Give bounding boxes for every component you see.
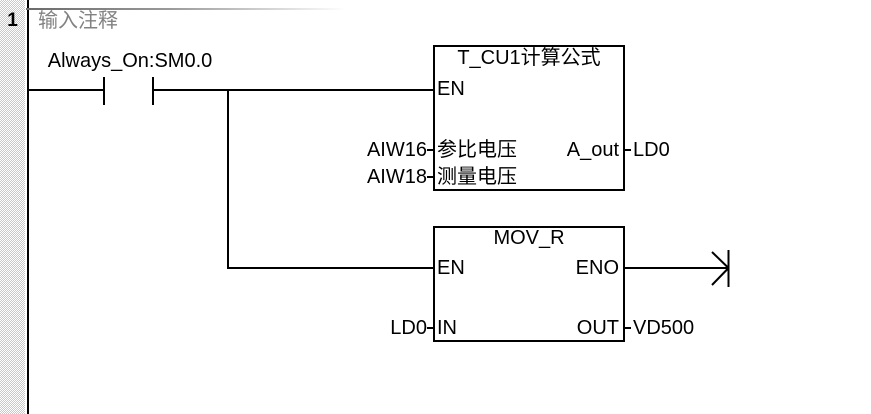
block1-pin-input-1: 参比电压 — [437, 139, 517, 161]
block1-output-stub — [625, 149, 631, 151]
block1-pin-output: A_out — [566, 139, 619, 161]
network-gutter — [0, 0, 25, 414]
no-contact-bar-right[interactable] — [152, 77, 154, 105]
network-number: 1 — [7, 10, 18, 31]
block2-pin-in: IN — [437, 317, 457, 339]
block2-pin-eno: ENO — [575, 257, 619, 279]
operand-block2-input[interactable]: LD0 — [390, 317, 427, 339]
network-comment[interactable]: 输入注释 — [38, 10, 118, 32]
block2-pin-out: OUT — [576, 317, 619, 339]
wire-rail-to-contact — [29, 89, 103, 91]
block2-pin-en: EN — [437, 257, 465, 279]
operand-block1-input-1[interactable]: AIW16 — [366, 139, 427, 161]
block2-output-stub — [625, 327, 631, 329]
operand-block2-output[interactable]: VD500 — [633, 317, 695, 339]
wire-contact-to-block1 — [154, 89, 433, 91]
operand-block1-input-2[interactable]: AIW18 — [366, 166, 427, 188]
rung-continuation-arrow-icon — [711, 250, 730, 287]
block1-title: T_CU1计算公式 — [457, 47, 601, 69]
function-block-t-cu1[interactable] — [433, 45, 625, 191]
block2-input-stub — [427, 327, 433, 329]
wire-eno-output — [625, 267, 729, 269]
no-contact-bar-left[interactable] — [103, 77, 105, 105]
block1-pin-input-2: 测量电压 — [437, 166, 517, 188]
wire-branch-vertical — [227, 89, 229, 269]
network-separator — [26, 8, 346, 10]
block1-input2-stub — [427, 176, 433, 178]
function-block-mov-r[interactable] — [433, 226, 625, 342]
block2-title: MOV_R — [493, 227, 565, 249]
operand-block1-output[interactable]: LD0 — [633, 139, 670, 161]
block1-input1-stub — [427, 149, 433, 151]
wire-branch-to-block2 — [227, 267, 433, 269]
left-power-rail — [27, 0, 29, 414]
block1-pin-en: EN — [437, 78, 465, 100]
contact-operand-label[interactable]: Always_On:SM0.0 — [47, 50, 213, 72]
